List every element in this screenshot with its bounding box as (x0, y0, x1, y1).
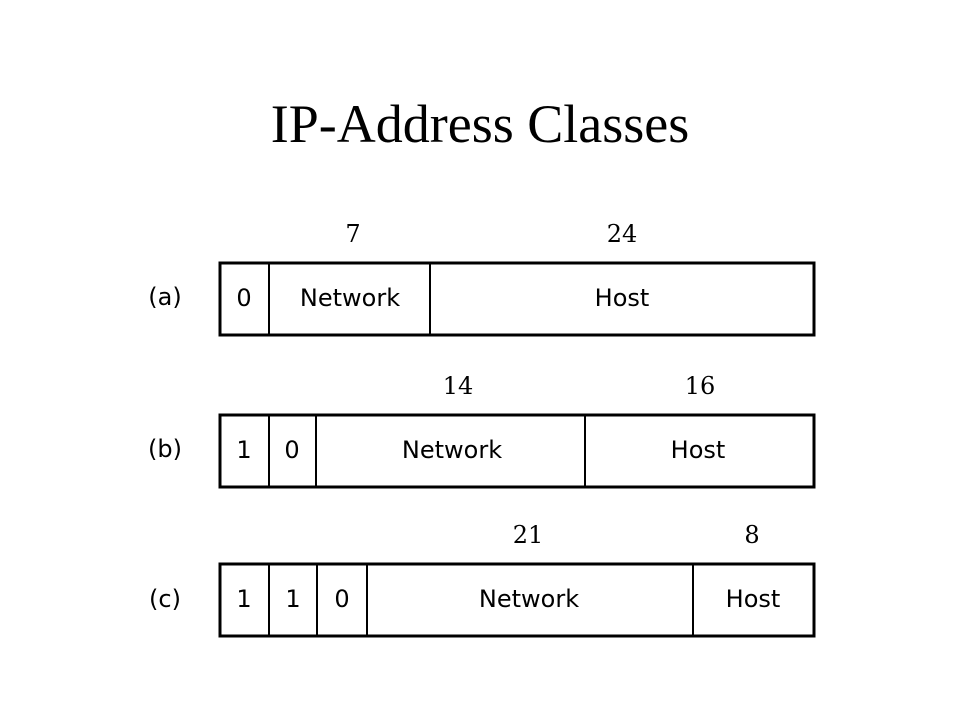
class-a-host-field: Host (595, 284, 650, 312)
class-a-row: 7 24 (a) 0 Network Host (148, 220, 816, 337)
class-a-network-bits: 7 (345, 220, 360, 248)
class-a-address-box (218, 261, 816, 337)
class-a-host-bits: 24 (607, 220, 638, 248)
class-b-host-bits: 16 (685, 372, 716, 400)
class-b-network-field: Network (402, 436, 502, 464)
class-b-prefix-bit: 0 (284, 436, 299, 464)
class-b-address-box (218, 413, 816, 489)
class-c-host-bits: 8 (744, 521, 759, 549)
class-b-label: (b) (148, 435, 182, 463)
class-b-prefix-bit: 1 (236, 436, 251, 464)
class-a-prefix-bit: 0 (236, 284, 251, 312)
class-a-label: (a) (148, 283, 181, 311)
class-c-prefix-bit: 0 (334, 585, 349, 613)
class-a-network-field: Network (300, 284, 400, 312)
class-b-network-bits: 14 (443, 372, 474, 400)
page-title: IP-Address Classes (270, 94, 690, 154)
class-c-network-field: Network (479, 585, 579, 613)
class-c-label: (c) (149, 585, 181, 613)
class-b-host-field: Host (671, 436, 726, 464)
class-b-row: 14 16 (b) 1 0 Network Host (148, 372, 816, 489)
class-c-host-field: Host (726, 585, 781, 613)
class-c-address-box (218, 562, 816, 638)
class-c-prefix-bit: 1 (285, 585, 300, 613)
class-c-row: 21 8 (c) 1 1 0 Network Host (149, 521, 816, 638)
class-c-prefix-bit: 1 (236, 585, 251, 613)
class-c-network-bits: 21 (513, 521, 544, 549)
